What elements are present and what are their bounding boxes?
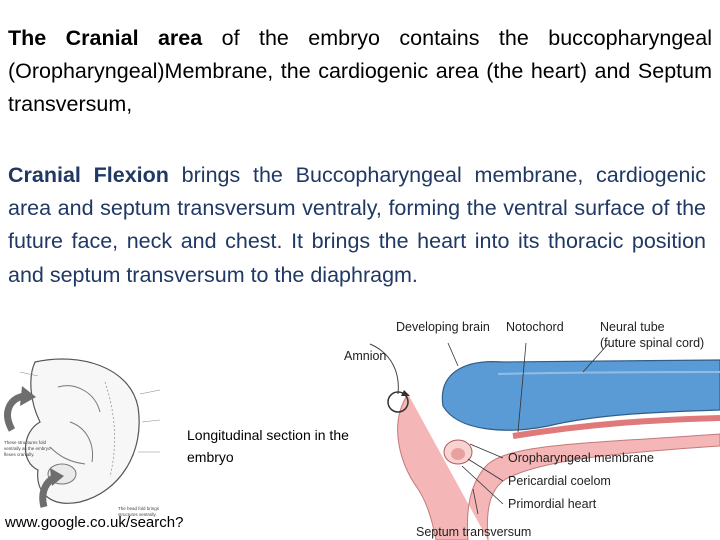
label-developing-brain: Developing brain [396, 320, 490, 334]
paragraph-cranial-flexion: Cranial Flexion brings the Buccopharynge… [8, 159, 706, 292]
embryo-sketch-image: These structures fold ventrally as the e… [4, 358, 161, 517]
svg-text:The head fold brings: The head fold brings [118, 506, 160, 511]
paragraph1-text: of the embryo contains the buccopharynge… [8, 26, 712, 116]
svg-text:flexes cranially.: flexes cranially. [4, 452, 34, 457]
label-primordial-heart: Primordial heart [508, 497, 597, 511]
label-neural-tube: Neural tube [600, 320, 665, 334]
svg-text:These structures fold: These structures fold [4, 440, 47, 445]
label-amnion: Amnion [344, 349, 386, 363]
figure-caption: Longitudinal section in the embryo [187, 427, 349, 465]
label-pericardial-coelom: Pericardial coelom [508, 474, 611, 488]
source-link-text: www.google.co.uk/search? [5, 514, 184, 531]
svg-text:ventrally as the embryo: ventrally as the embryo [4, 446, 51, 451]
label-oropharyngeal-membrane: Oropharyngeal membrane [508, 451, 654, 465]
label-notochord: Notochord [506, 320, 564, 334]
label-spinal-cord: (future spinal cord) [600, 336, 704, 350]
longitudinal-section-diagram: Developing brain Notochord Neural tube (… [344, 320, 720, 540]
label-septum-transversum: Septum transversum [416, 525, 531, 539]
paragraph-cranial-area: The Cranial area of the embryo contains … [8, 22, 712, 121]
svg-text:structures ventrally.: structures ventrally. [118, 512, 157, 517]
term-cranial-flexion: Cranial Flexion [8, 163, 169, 187]
term-cranial-area: The Cranial area [8, 26, 203, 50]
paragraph2-text: brings the Buccopharyngeal membrane, car… [8, 163, 707, 287]
